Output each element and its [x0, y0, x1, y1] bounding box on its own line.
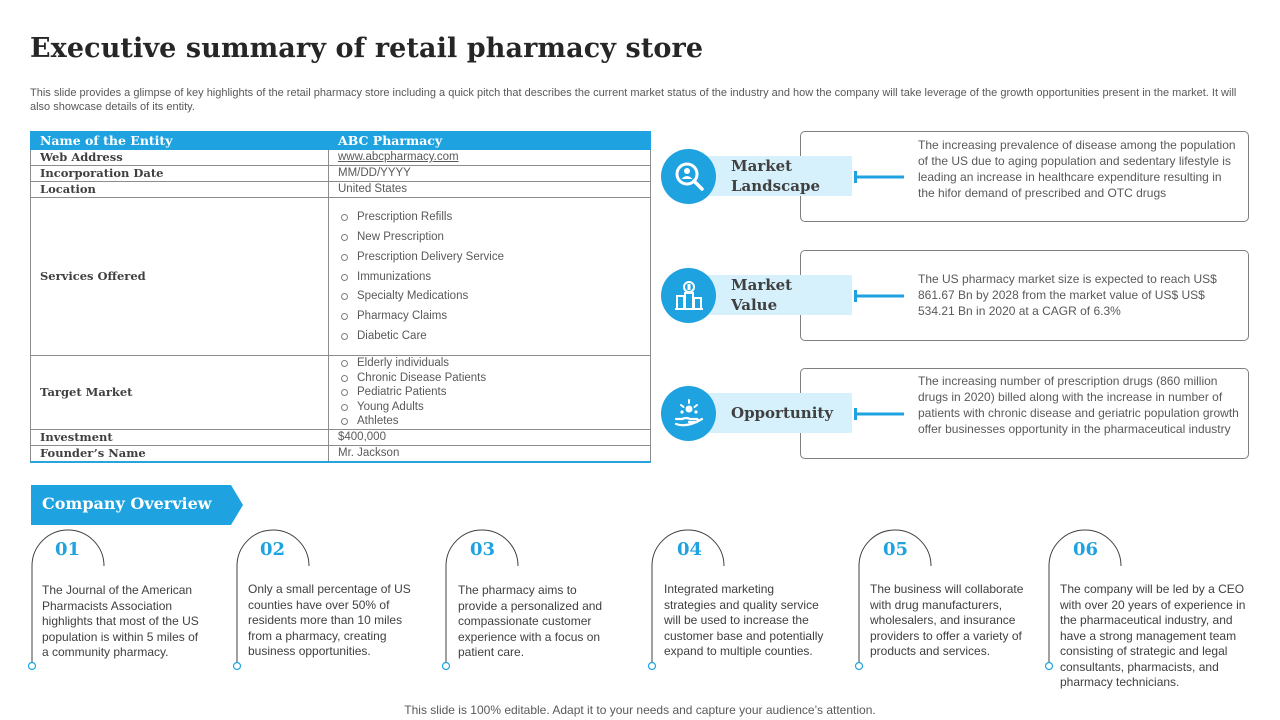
step-number: 06 — [1073, 539, 1099, 560]
step-text: The company will be led by a CEO with ov… — [1060, 582, 1246, 689]
market-landscape-label: Market Landscape — [731, 157, 820, 195]
step-number: 05 — [883, 539, 909, 560]
step-arc — [232, 529, 310, 671]
list-item: Chronic Disease Patients — [338, 371, 641, 385]
investment-value: $400,000 — [328, 429, 651, 446]
opportunity-label: Opportunity — [731, 404, 834, 422]
step-number: 03 — [470, 539, 496, 560]
market-value-buildings-icon — [661, 268, 716, 323]
company-overview-banner — [31, 485, 243, 525]
founder-value: Mr. Jackson — [328, 445, 651, 462]
market-value-text: The US pharmacy market size is expected … — [918, 272, 1217, 318]
opportunity-band — [700, 393, 852, 433]
table-row: Founder’s Name Mr. Jackson — [30, 445, 651, 462]
target-key: Target Market — [30, 355, 329, 430]
table-row: Investment $400,000 — [30, 429, 651, 446]
table-row-header: Name of the Entity ABC Pharmacy — [30, 131, 651, 150]
step-text: Integrated marketing strategies and qual… — [664, 582, 824, 658]
step-arc — [647, 529, 725, 671]
market-landscape-band — [700, 156, 852, 196]
step-text: The Journal of the American Pharmacists … — [42, 583, 199, 659]
entity-name-key: Name of the Entity — [30, 131, 329, 150]
list-item: Pediatric Patients — [338, 385, 641, 399]
entity-name-value: ABC Pharmacy — [328, 131, 651, 150]
company-overview-label: Company Overview — [42, 494, 212, 513]
web-address-key: Web Address — [30, 149, 329, 166]
opportunity-text: The increasing number of prescription dr… — [918, 374, 1239, 436]
table-row: Incorporation Date MM/DD/YYYY — [30, 165, 651, 182]
step-text: Only a small percentage of US counties h… — [248, 582, 411, 658]
step-text: The pharmacy aims to provide a personali… — [458, 583, 603, 659]
market-landscape-search-icon — [661, 149, 716, 204]
market-value-band — [700, 275, 852, 315]
connector-pin-icon — [854, 290, 904, 302]
page-title: Executive summary of retail pharmacy sto… — [30, 33, 704, 64]
step-arc — [1044, 529, 1122, 671]
step-arc — [854, 529, 932, 671]
market-landscape-text: The increasing prevalence of disease amo… — [918, 138, 1236, 200]
page-subtitle: This slide provides a glimpse of key hig… — [30, 87, 1237, 113]
step-number: 01 — [55, 539, 81, 560]
table-row: Services Offered Prescription Refills Ne… — [30, 197, 651, 356]
list-item: Young Adults — [338, 400, 641, 414]
location-key: Location — [30, 181, 329, 198]
step-number: 02 — [260, 539, 286, 560]
table-row: Location United States — [30, 181, 651, 198]
founder-key: Founder’s Name — [30, 445, 329, 462]
step-arc — [441, 529, 519, 671]
location-value: United States — [328, 181, 651, 198]
connector-pin-icon — [854, 171, 904, 183]
incorporation-key: Incorporation Date — [30, 165, 329, 182]
opportunity-hand-icon — [661, 386, 716, 441]
list-item: Athletes — [338, 414, 641, 428]
list-item: Immunizations — [338, 270, 641, 284]
step-number: 04 — [677, 539, 703, 560]
list-item: Elderly individuals — [338, 356, 641, 370]
list-item: Specialty Medications — [338, 289, 641, 303]
web-address-link[interactable]: www.abcpharmacy.com — [338, 151, 459, 163]
footer-note: This slide is 100% editable. Adapt it to… — [404, 703, 876, 717]
table-row: Web Address www.abcpharmacy.com — [30, 149, 651, 166]
investment-key: Investment — [30, 429, 329, 446]
step-text: The business will collaborate with drug … — [870, 582, 1024, 658]
list-item: Diabetic Care — [338, 329, 641, 343]
step-arc — [27, 529, 105, 671]
list-item: Prescription Delivery Service — [338, 250, 641, 264]
services-list: Prescription Refills New Prescription Pr… — [338, 210, 641, 343]
entity-table: Name of the Entity ABC Pharmacy Web Addr… — [30, 131, 651, 463]
table-row: Target Market Elderly individuals Chroni… — [30, 355, 651, 430]
services-key: Services Offered — [30, 197, 329, 356]
market-value-label: Market Value — [731, 276, 793, 314]
incorporation-value: MM/DD/YYYY — [328, 165, 651, 182]
list-item: Pharmacy Claims — [338, 309, 641, 323]
target-list: Elderly individuals Chronic Disease Pati… — [338, 356, 641, 428]
list-item: New Prescription — [338, 230, 641, 244]
list-item: Prescription Refills — [338, 210, 641, 224]
connector-pin-icon — [854, 408, 904, 420]
